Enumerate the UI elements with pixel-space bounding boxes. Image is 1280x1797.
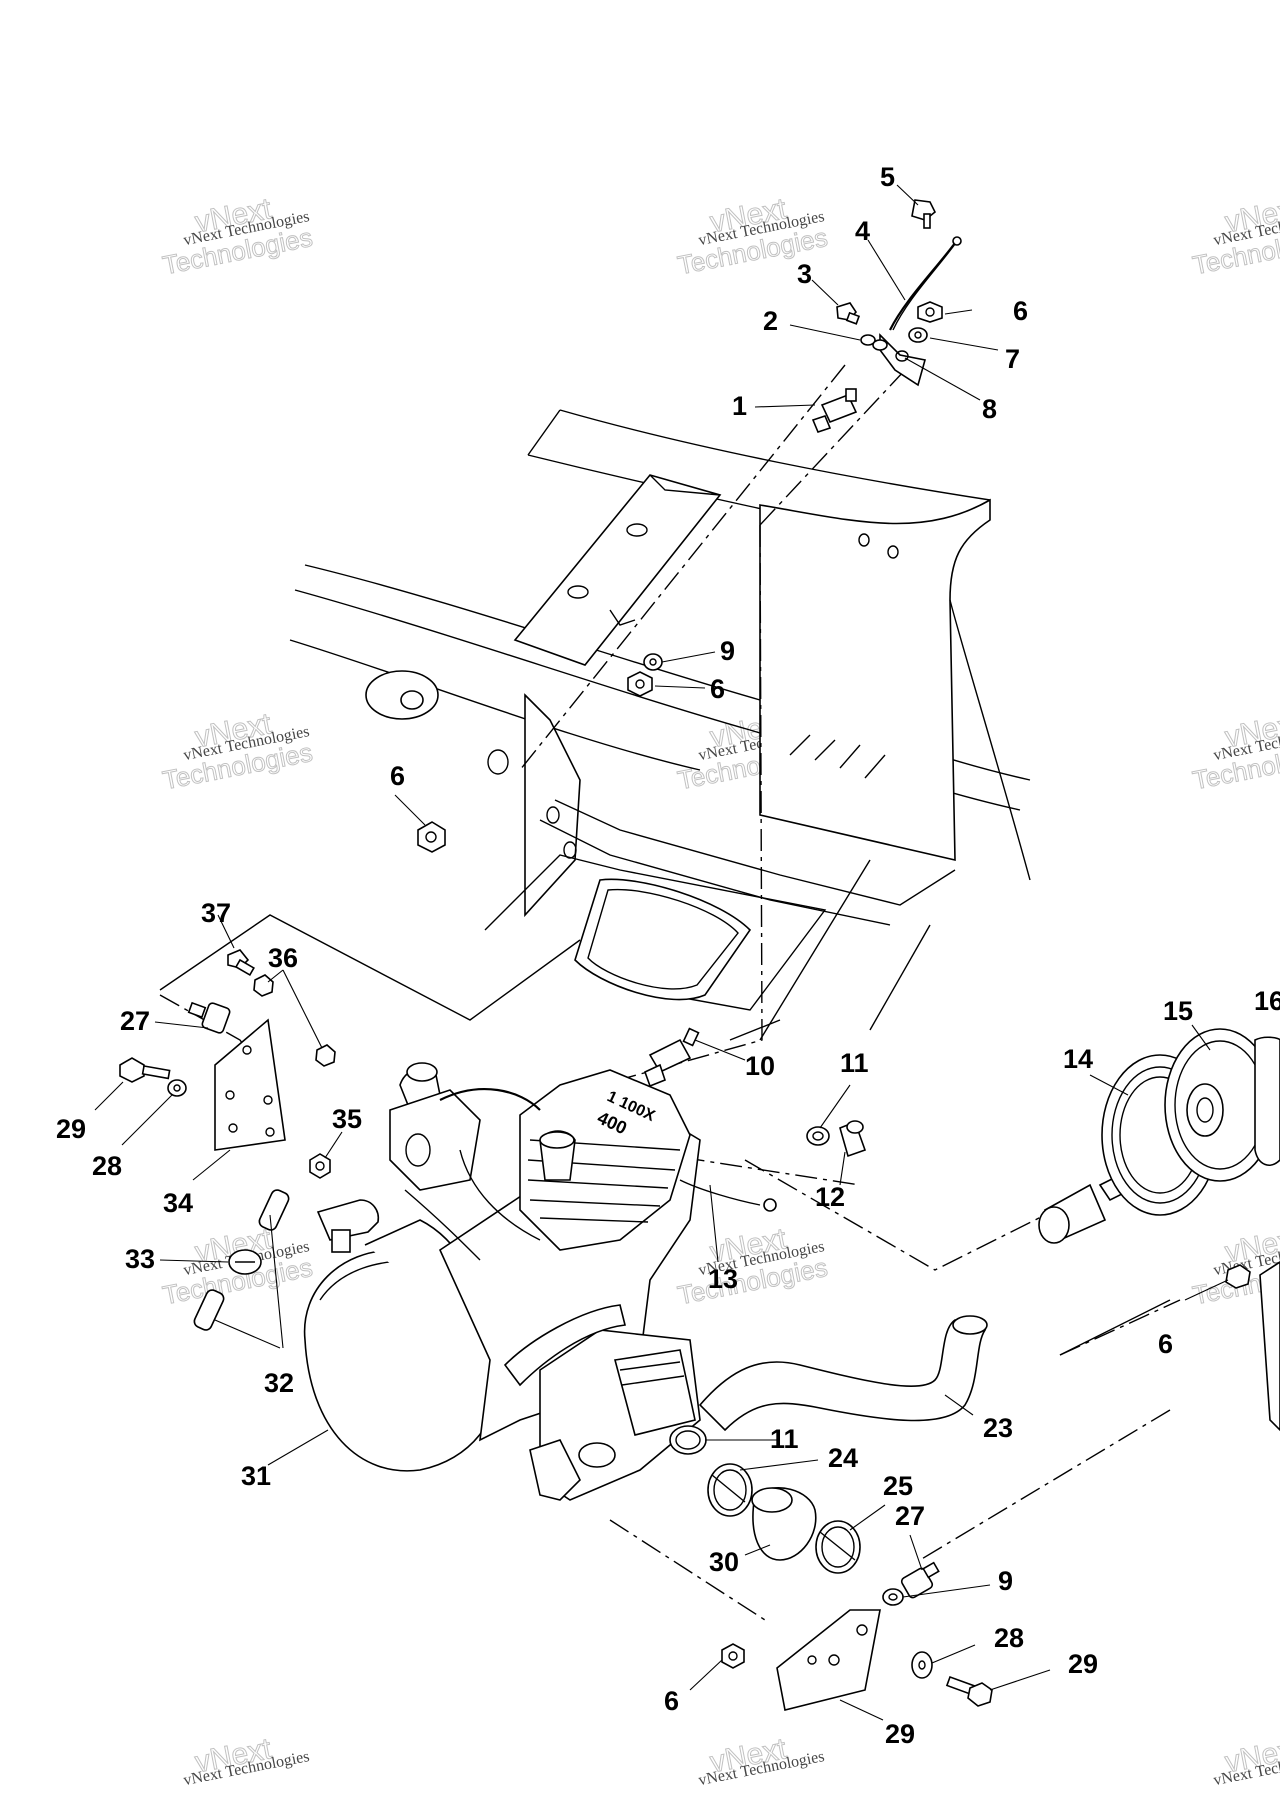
watermark: vNext vNext Technologies Technologies <box>675 1222 831 1311</box>
callout-1: 1 <box>732 391 747 421</box>
callout-26: 27 <box>120 1006 150 1036</box>
watermark: vNext vNext Technologies Technologies <box>1190 707 1280 796</box>
callout-11: 11 <box>840 1048 869 1078</box>
left-rubber-mounts <box>193 1189 290 1331</box>
callout-6: 6 <box>664 1686 679 1716</box>
watermark: vNext vNext Technologies Technologies <box>160 707 316 796</box>
engine-assembly: 400 1 100X <box>303 1027 777 1501</box>
callout-11: 11 <box>770 1424 799 1454</box>
callout-7: 7 <box>1005 344 1020 374</box>
watermark: vNext vNext Technologies <box>1212 1732 1280 1789</box>
callout-labels: 5 4 3 2 6 7 8 1 9 6 6 10 11 12 13 14 15 … <box>56 162 1280 1749</box>
watermark: vNext vNext Technologies <box>697 1732 826 1789</box>
callout-5: 5 <box>880 162 895 192</box>
callout-27: 28 <box>994 1623 1024 1653</box>
callout-26: 27 <box>895 1501 925 1531</box>
frame-fasteners <box>417 653 663 853</box>
callout-6: 6 <box>1158 1329 1173 1359</box>
callout-35: 35 <box>332 1104 362 1134</box>
callout-12: 12 <box>815 1182 845 1212</box>
callout-6: 6 <box>390 761 405 791</box>
exhaust-clamps-coupler <box>669 1425 861 1574</box>
chassis-frame <box>159 409 1031 1041</box>
bottom-engine-mount <box>721 1561 993 1711</box>
callout-23: 23 <box>983 1413 1013 1443</box>
callout-6: 6 <box>1013 296 1028 326</box>
cable-assembly <box>811 199 962 433</box>
watermark: vNext vNext Technologies Technologies <box>675 192 831 281</box>
callout-6: 6 <box>710 674 725 704</box>
drive-clutch <box>1038 1028 1280 1244</box>
callout-37: 37 <box>201 898 231 928</box>
callout-16: 16 <box>1254 986 1280 1016</box>
exhaust-pipe <box>698 1315 988 1432</box>
left-engine-mount <box>119 949 336 1179</box>
callout-24: 24 <box>828 1443 858 1473</box>
callout-28: 29 <box>56 1114 86 1144</box>
right-mount-partial <box>1059 1261 1280 1432</box>
callout-9: 9 <box>720 636 735 666</box>
callout-27: 28 <box>92 1151 122 1181</box>
callout-31: 31 <box>241 1461 271 1491</box>
callout-3: 3 <box>797 259 812 289</box>
callout-2: 2 <box>763 306 778 336</box>
clamp-and-hose-top <box>806 1120 867 1158</box>
alignment-lines <box>159 364 1181 1621</box>
callout-15: 15 <box>1163 996 1193 1026</box>
callout-36: 36 <box>268 943 298 973</box>
watermark: vNext vNext Technologies <box>182 1732 311 1789</box>
callout-25: 25 <box>883 1471 913 1501</box>
callout-29: 29 <box>885 1719 915 1749</box>
callout-32: 32 <box>264 1368 294 1398</box>
callout-13: 13 <box>708 1264 738 1294</box>
callout-10: 10 <box>745 1051 775 1081</box>
watermark: vNext vNext Technologies Technologies <box>1190 192 1280 281</box>
callout-9: 9 <box>998 1566 1013 1596</box>
watermark: vNext vNext Technologies Technologies <box>160 192 316 281</box>
callout-8: 8 <box>982 394 997 424</box>
callout-33: 33 <box>125 1244 155 1274</box>
leader-lines <box>94 184 1229 1721</box>
callout-30: 30 <box>709 1547 739 1577</box>
callout-28: 29 <box>1068 1649 1098 1679</box>
callout-4: 4 <box>855 216 870 246</box>
callout-34: 34 <box>163 1188 193 1218</box>
callout-14: 14 <box>1063 1044 1093 1074</box>
